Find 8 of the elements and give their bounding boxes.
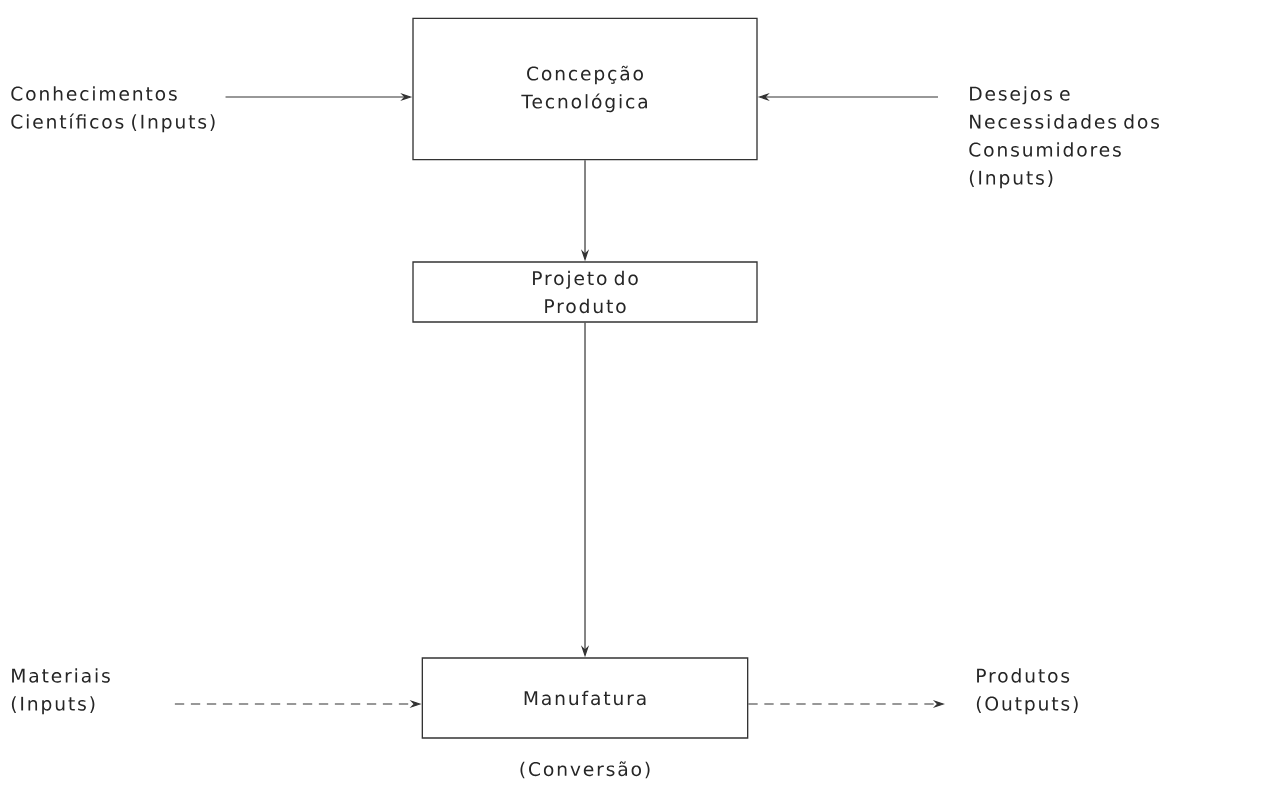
input-label: Materiais (Inputs) (11, 668, 110, 715)
process-box: Projeto do Produto (412, 261, 758, 323)
node-label: (Conversão) (520, 761, 650, 779)
process-box: Concepção Tecnológica (412, 17, 758, 161)
input-label: Produtos (Outputs) (976, 668, 1078, 715)
process-box: Manufatura (421, 657, 749, 739)
input-label: Conhecimentos Científicos (Inputs) (11, 86, 215, 133)
input-label: Desejos e Necessidades dos Consumidores (Inputs) (969, 86, 1160, 189)
